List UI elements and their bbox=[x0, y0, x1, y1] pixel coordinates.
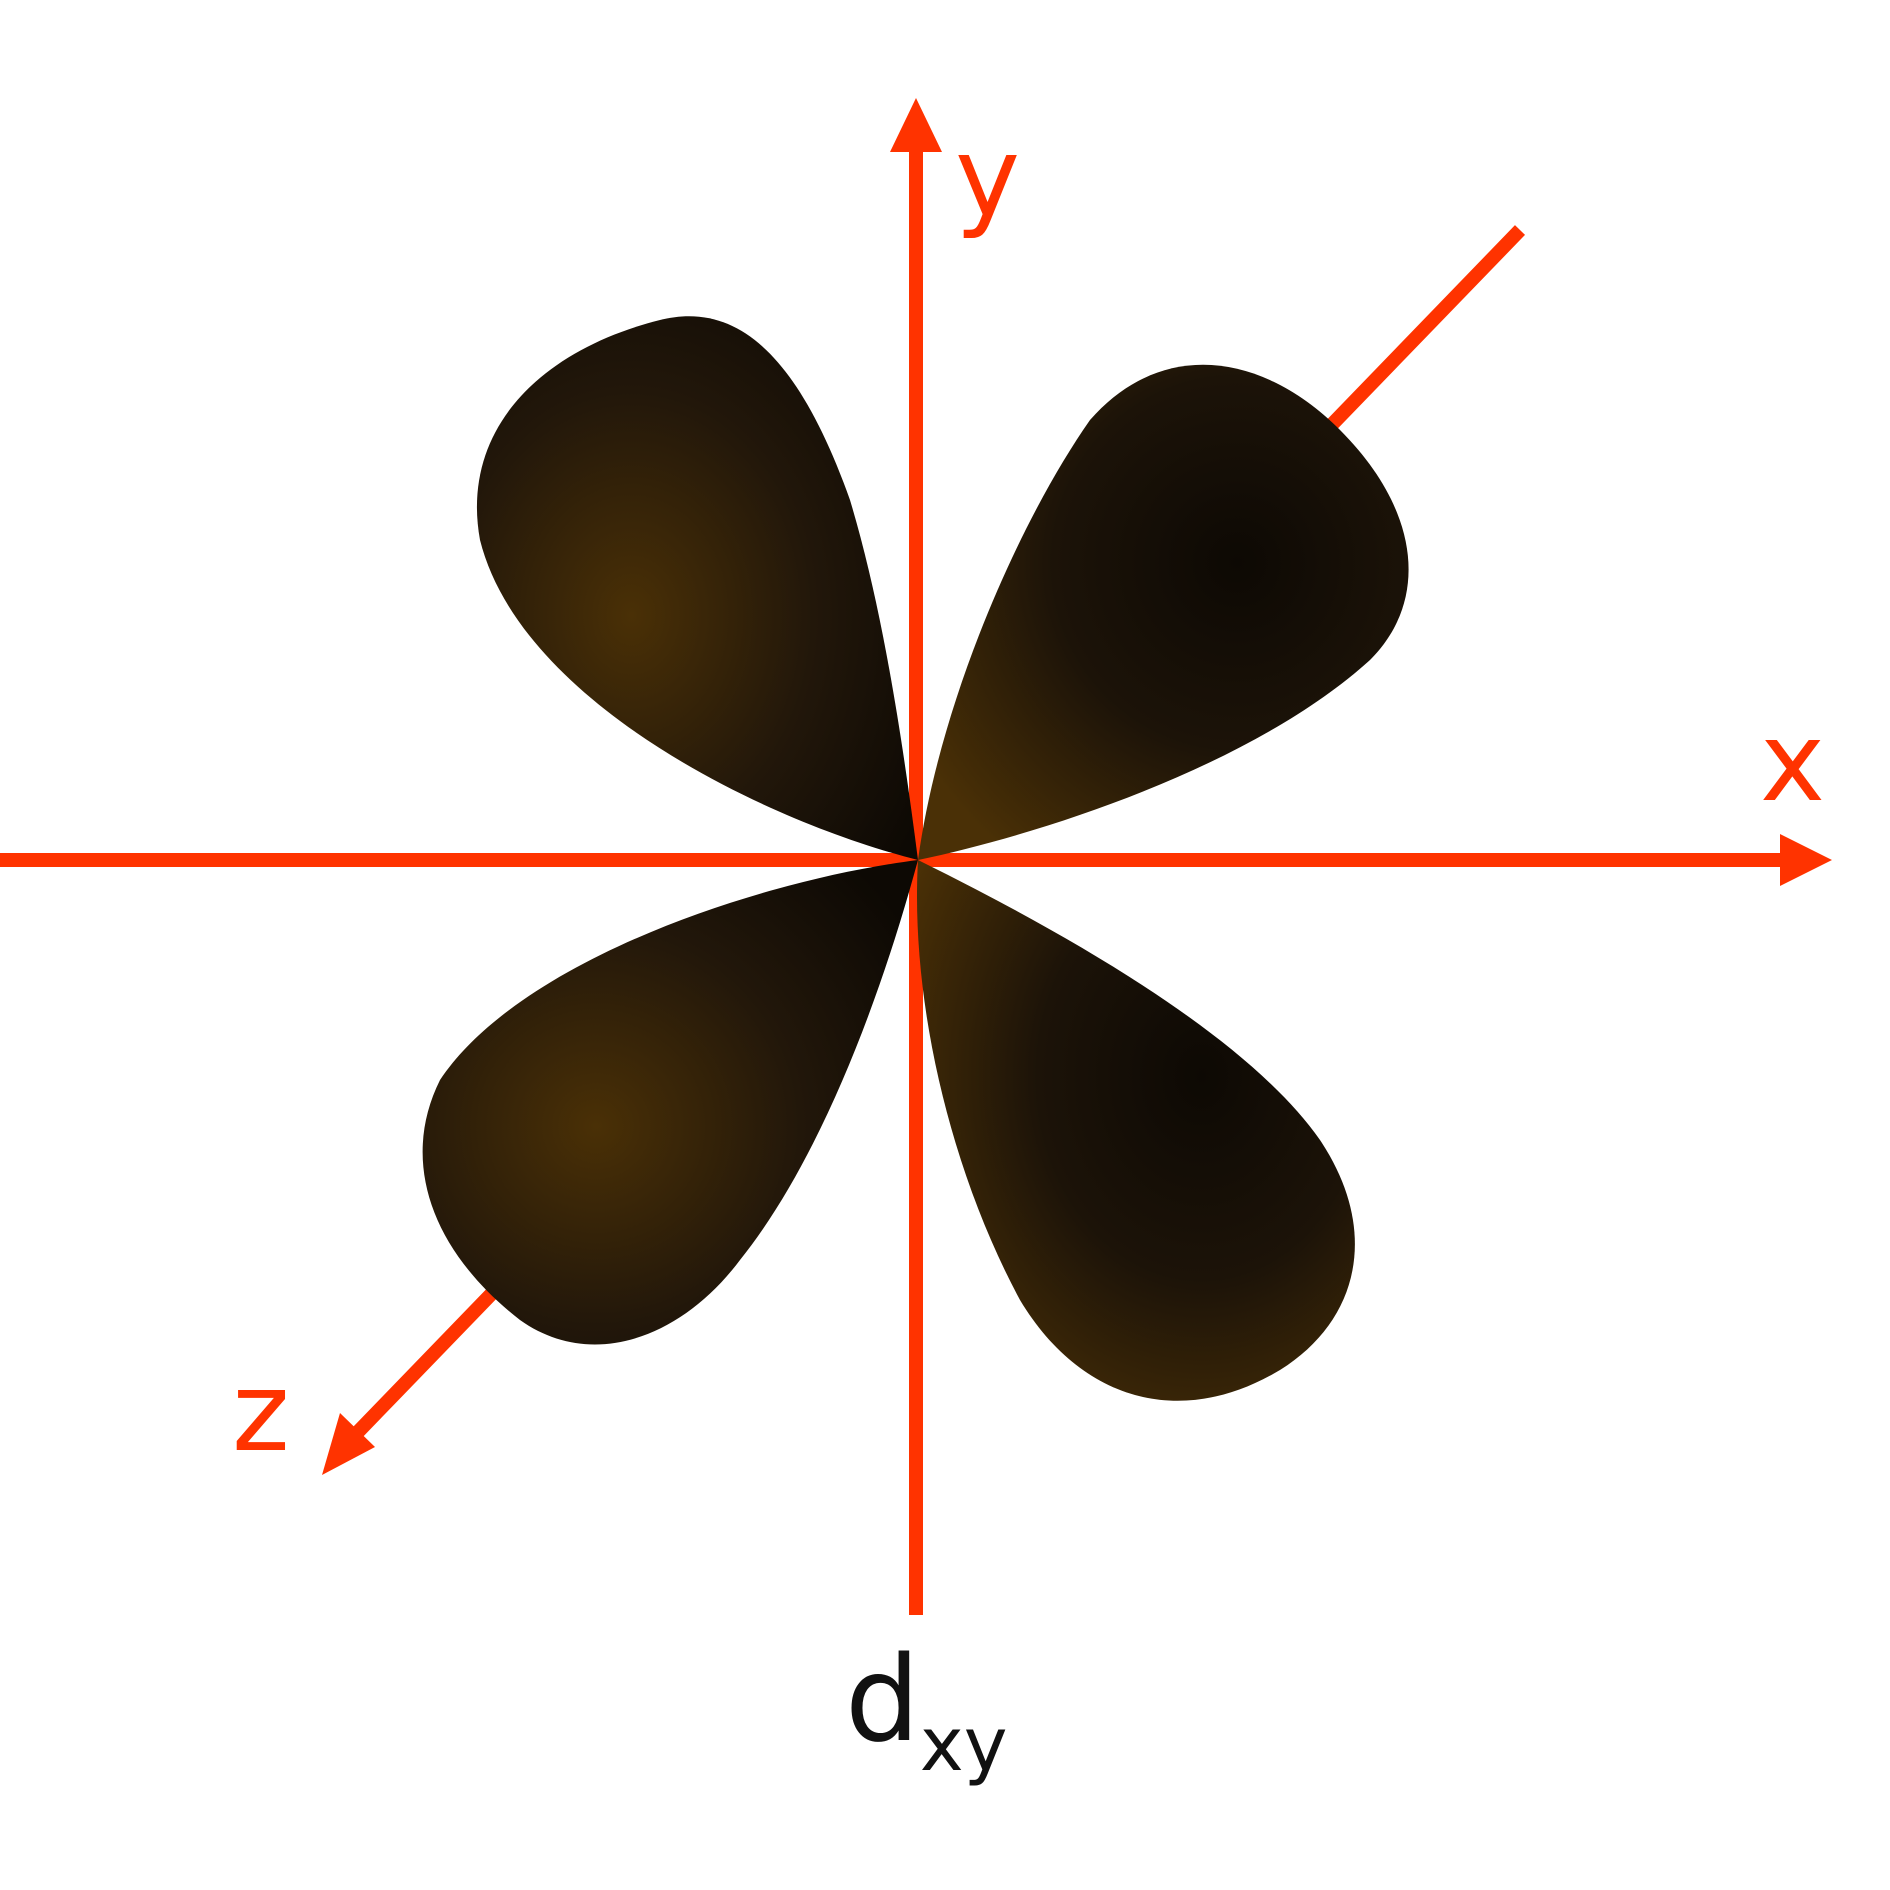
orbital-lobe-upper-left bbox=[476, 316, 918, 860]
orbital-subscript: xy bbox=[920, 1702, 1008, 1788]
dxy-orbital bbox=[422, 316, 1409, 1401]
z-axis-arrowhead bbox=[322, 1413, 375, 1475]
y-axis-label: y bbox=[955, 113, 1020, 241]
x-axis-arrowhead bbox=[1780, 834, 1832, 886]
y-axis-arrowhead bbox=[890, 98, 942, 152]
z-axis-label: z bbox=[232, 1348, 290, 1476]
orbital-lobe-lower-left bbox=[422, 860, 918, 1345]
orbital-lobe-lower-right bbox=[916, 860, 1355, 1401]
orbital-symbol: d bbox=[845, 1630, 920, 1768]
orbital-lobe-upper-right bbox=[918, 364, 1409, 860]
orbital-label: dxy bbox=[845, 1630, 1008, 1788]
x-axis-label: x bbox=[1760, 698, 1825, 826]
